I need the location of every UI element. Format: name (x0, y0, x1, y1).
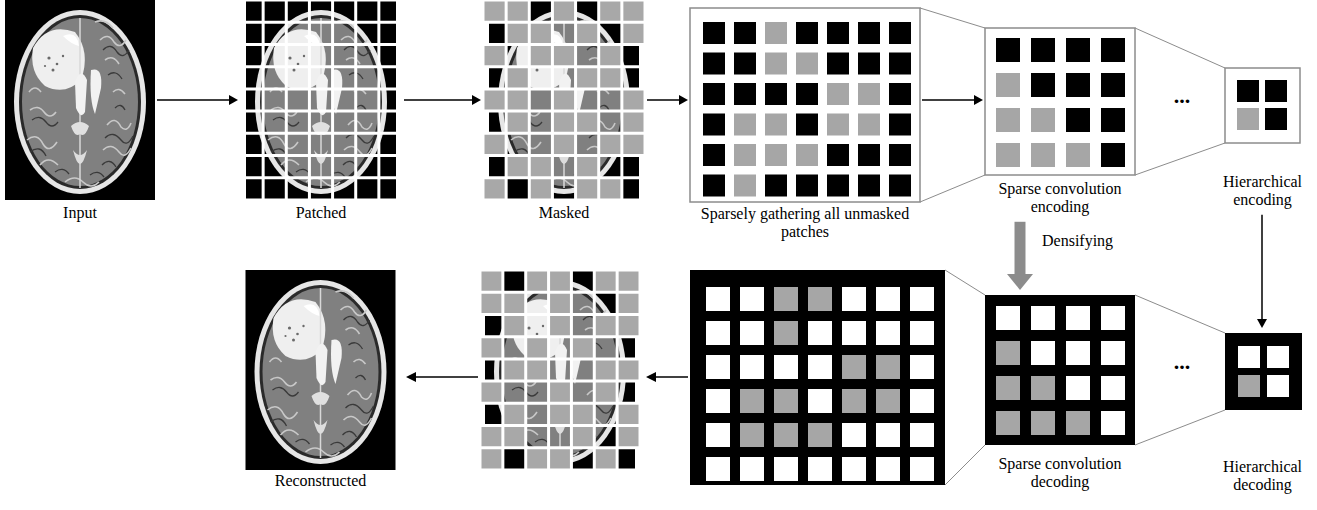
flow-arrow (157, 95, 238, 105)
reconstructed-image: Reconstructed (238, 270, 403, 490)
decoder-stage: Sparse convolution decoding (985, 295, 1135, 492)
feature-cells (1238, 346, 1289, 397)
caption: Patched (240, 204, 402, 222)
patch-grid (483, 0, 645, 200)
caption: Hierarchical decoding (1215, 458, 1310, 495)
caption: Input (5, 204, 155, 222)
patch-grid (480, 270, 640, 470)
caption: Sparse convolution decoding (985, 455, 1135, 492)
edge-label: Densifying (1040, 232, 1115, 250)
masked-image: Masked (483, 0, 645, 222)
feature-cells (703, 22, 911, 197)
flow-arrow (404, 95, 481, 105)
ellipsis-mark: ... (1160, 350, 1204, 374)
feature-cells (996, 38, 1125, 167)
flow-arrow (1257, 215, 1267, 328)
encoder-stage: Sparse convolution encoding (985, 28, 1135, 217)
patched-image: Patched (240, 0, 402, 222)
caption: Masked (483, 204, 645, 222)
encoder-stage: Hierarchical encoding (1215, 68, 1310, 210)
feature-cells (706, 287, 934, 481)
feature-cells (1237, 80, 1287, 130)
sparse-patch-grid: Sparsely gathering all unmasked patches (690, 8, 920, 242)
decoder-stage: Hierarchical decoding (1215, 333, 1310, 495)
caption: Sparsely gathering all unmasked patches (690, 205, 920, 242)
feature-cells (996, 306, 1125, 435)
caption: Sparse convolution encoding (985, 180, 1135, 217)
caption: Hierarchical encoding (1215, 173, 1310, 210)
input-image: Input (5, 0, 155, 222)
flow-arrow (922, 95, 983, 105)
caption: Reconstructed (238, 472, 403, 490)
flow-arrow (647, 95, 688, 105)
densify-arrow (1007, 222, 1033, 290)
patch-grid (240, 0, 402, 200)
ellipsis-mark: ... (1160, 84, 1204, 108)
